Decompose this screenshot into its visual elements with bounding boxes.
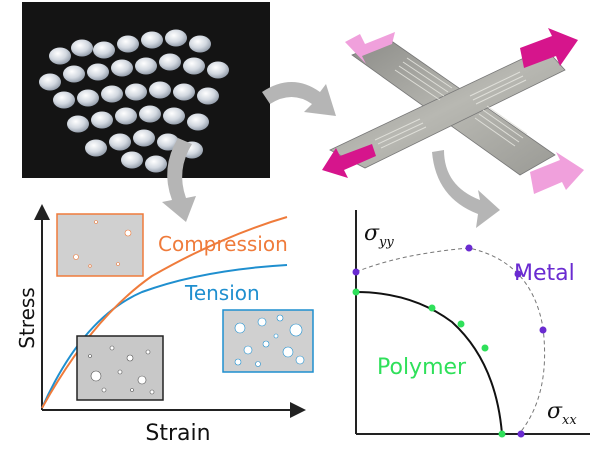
polymer-points (352, 288, 506, 438)
pellet (163, 107, 185, 125)
load-arrow-top-right (520, 28, 578, 68)
void (257, 317, 267, 327)
specimen-slits (374, 57, 528, 149)
pellet (149, 81, 171, 99)
pellets-group (39, 29, 229, 173)
void (117, 369, 123, 375)
pellet (157, 133, 179, 151)
stress-label: Stress (15, 287, 39, 348)
void (262, 340, 270, 348)
pellet (67, 115, 89, 133)
void (137, 375, 147, 385)
polymer-point (428, 304, 436, 312)
metal-point (465, 244, 473, 252)
pellet (63, 65, 85, 83)
tension-microstructure (222, 309, 314, 373)
polymer-point (498, 430, 506, 438)
tension-label: Tension (184, 281, 260, 305)
strain-label: Strain (145, 421, 210, 446)
void (109, 345, 115, 351)
pellet (111, 59, 133, 77)
flow-arrow-photo-to-curves (162, 138, 196, 222)
pellet (145, 155, 167, 173)
pellet (39, 73, 61, 91)
pellet (53, 91, 75, 109)
void (234, 358, 242, 366)
stress-strain-panel: Stress Strain Compression Tension (15, 204, 314, 446)
metal-point (514, 270, 522, 278)
pellet (159, 53, 181, 71)
load-arrow-bottom-right (530, 152, 584, 194)
void (88, 354, 92, 358)
pellet (139, 105, 161, 123)
polymer-label: Polymer (377, 355, 467, 380)
pellet (197, 87, 219, 105)
metal-point (352, 268, 360, 276)
void (149, 389, 155, 395)
pellet (71, 39, 93, 57)
polymer-point (481, 344, 489, 352)
polymer-yield-curve (355, 291, 503, 435)
polymer-point (352, 288, 360, 296)
void (126, 354, 134, 362)
void (295, 355, 305, 365)
metal-point (539, 326, 547, 334)
void (282, 346, 294, 358)
flow-arrow-specimen-to-yield (432, 150, 500, 228)
pellet (207, 61, 229, 79)
flow-arrows (162, 82, 500, 228)
void (289, 323, 303, 337)
pellet (101, 85, 123, 103)
void (255, 361, 261, 367)
pellet (49, 47, 71, 65)
pellet (87, 63, 109, 81)
pellet (77, 89, 99, 107)
compression-microstructure (56, 213, 144, 277)
pellet (173, 83, 195, 101)
tension-curve (41, 264, 288, 409)
void (90, 370, 102, 382)
void (101, 387, 107, 393)
flow-arrow-photo-to-specimen (262, 82, 336, 116)
pellet (93, 41, 115, 59)
void (243, 345, 253, 355)
pellet (115, 107, 137, 125)
pellet (117, 35, 139, 53)
pellet (189, 35, 211, 53)
unstressed-microstructure (76, 335, 164, 401)
void (273, 333, 279, 339)
void (234, 322, 246, 334)
void (130, 388, 134, 392)
sigma-yy-label: σyy (364, 221, 394, 250)
sigma-xx-label: σxx (547, 399, 577, 428)
cruciform-specimen (322, 28, 584, 194)
metal-label: Metal (514, 261, 575, 286)
pellet (85, 139, 107, 157)
metal-points (352, 244, 547, 438)
pellet (109, 133, 131, 151)
pellet (165, 29, 187, 47)
pellet (133, 129, 155, 147)
pellet (183, 57, 205, 75)
pellet (141, 31, 163, 49)
metal-point (517, 430, 525, 438)
void (145, 349, 151, 355)
pellet (91, 111, 113, 129)
pellet (121, 151, 143, 169)
yield-surface-panel: σyy σxx Metal Polymer (352, 210, 590, 438)
load-arrow-bottom-left (322, 144, 376, 178)
polymer-point (457, 320, 465, 328)
compression-label: Compression (158, 232, 288, 256)
compression-curve (41, 216, 288, 409)
void (276, 314, 284, 322)
pellet (135, 57, 157, 75)
pellet (187, 113, 209, 131)
pellet (125, 83, 147, 101)
pellets-photo (22, 2, 270, 178)
load-arrow-top-left (345, 32, 395, 64)
